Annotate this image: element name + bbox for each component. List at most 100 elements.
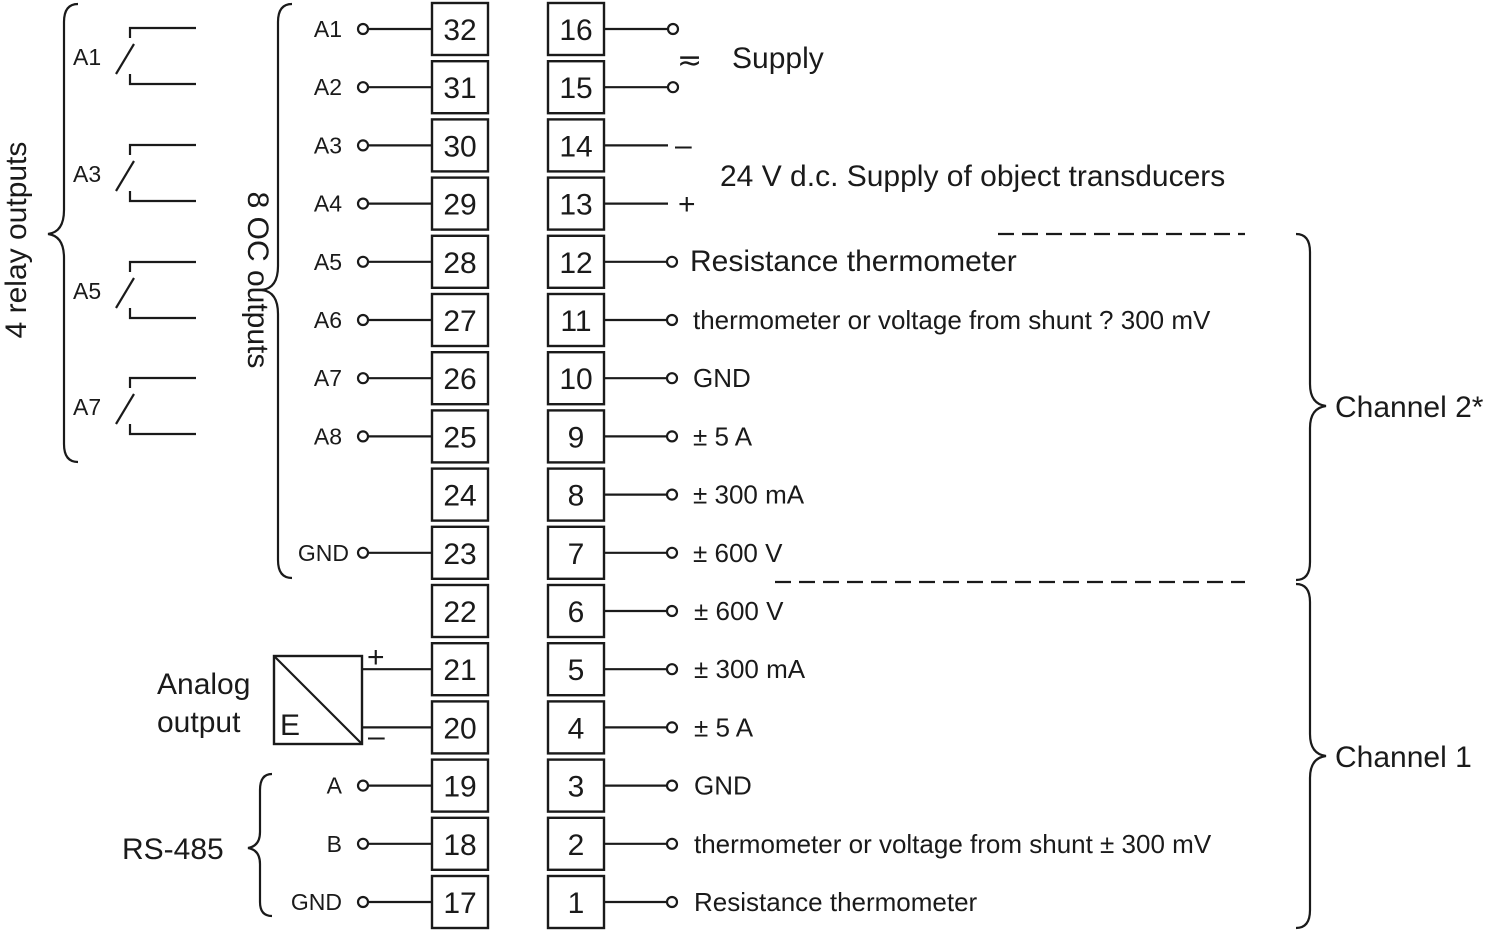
oc-output-label: A6 <box>314 307 342 333</box>
terminal-box-left <box>430 60 490 115</box>
terminal-number-right: 11 <box>560 305 591 338</box>
oc-group-label: 8 OC outputs <box>241 192 274 369</box>
oc-group-brace <box>261 2 293 580</box>
rs485-label: RS-485 <box>122 833 224 866</box>
relay-contact-bottom <box>128 424 196 436</box>
channel2-label: Channel 2* <box>1335 391 1484 424</box>
oc-output-label: A8 <box>314 423 342 449</box>
terminal-box-left <box>430 118 490 173</box>
rs485-terminal-dot <box>356 779 370 792</box>
relay-label: A7 <box>73 394 101 420</box>
oc-output-terminal-dot <box>356 81 370 94</box>
channel-input-terminal-dot <box>665 837 679 850</box>
terminal-box-right <box>546 234 606 290</box>
terminal-box-left <box>430 642 490 697</box>
terminal-number-left: 21 <box>443 654 476 687</box>
terminal-number-left: 26 <box>443 363 476 396</box>
relay-label: A1 <box>73 44 101 70</box>
terminal-box-right <box>546 176 606 231</box>
channel-input-terminal-dot <box>665 313 679 327</box>
terminal-number-right: 15 <box>559 72 592 105</box>
channel1-input-label: ± 300 mA <box>694 654 806 684</box>
oc-output-label: A1 <box>314 16 342 42</box>
channel2-input-label: thermometer or voltage from shunt ? 300 … <box>693 305 1211 335</box>
dc-plus-sign: + <box>678 188 696 221</box>
relay-label: A5 <box>73 278 101 304</box>
terminal-number-right: 12 <box>559 247 592 280</box>
relay-contact-switch <box>115 277 135 309</box>
terminal-number-left: 31 <box>443 72 476 105</box>
channel2-input-label: ± 600 V <box>693 538 783 568</box>
channel2-input-label: ± 5 A <box>693 421 753 451</box>
channel-input-terminal-dot <box>665 546 679 559</box>
supply-label: Supply <box>732 42 824 75</box>
relay-contact-top <box>128 376 196 388</box>
terminal-number-right: 13 <box>559 189 592 222</box>
analog-output-plus: + <box>367 641 385 674</box>
terminal-number-left: 32 <box>443 14 476 47</box>
terminal-number-left: 27 <box>443 305 476 338</box>
channel2-brace <box>1295 232 1327 582</box>
terminal-number-right: 1 <box>568 887 585 920</box>
terminal-number-right: 6 <box>568 596 585 629</box>
oc-output-label: A7 <box>314 365 342 391</box>
terminal-number-left: 18 <box>443 829 476 862</box>
oc-output-label: A2 <box>314 74 342 100</box>
terminal-box-left <box>430 816 490 871</box>
oc-output-label: A4 <box>314 191 342 217</box>
terminal-number-left: 25 <box>443 421 476 454</box>
channel1-input-label: ± 5 A <box>694 712 754 742</box>
rs485-pin-label: B <box>327 831 342 857</box>
terminal-number-left: 19 <box>443 771 476 804</box>
terminal-box-left <box>430 874 490 930</box>
terminal-box-left <box>430 700 490 755</box>
relay-contact-bottom <box>128 191 196 203</box>
analog-output-minus: – <box>368 720 385 753</box>
channel-input-terminal-dot <box>665 488 679 501</box>
analog-output-title-line2: output <box>157 706 241 739</box>
relay-label: A3 <box>73 161 101 187</box>
dc-minus-sign: – <box>675 129 692 162</box>
oc-output-label: A3 <box>314 132 342 158</box>
supply-symbol: ≂ <box>677 44 702 77</box>
relay-group-label: 4 relay outputs <box>0 142 33 339</box>
channel-input-terminal-dot <box>665 604 679 618</box>
terminal-box-left <box>430 583 490 639</box>
channel1-input-label: Resistance thermometer <box>694 887 978 917</box>
oc-output-terminal-dot <box>356 430 370 443</box>
channel-input-terminal-dot <box>665 721 679 734</box>
terminal-number-left: 28 <box>443 247 476 280</box>
terminal-box-left <box>430 467 490 522</box>
terminal-number-left: 24 <box>443 480 476 513</box>
terminal-number-left: 29 <box>443 189 476 222</box>
dc-supply-label: 24 V d.c. Supply of object transducers <box>720 160 1225 193</box>
rs485-brace <box>247 772 273 918</box>
relay-contact-bottom <box>128 308 196 320</box>
channel1-brace <box>1295 582 1327 930</box>
oc-output-terminal-dot <box>356 197 370 210</box>
terminal-number-right: 2 <box>568 829 585 862</box>
terminal-number-right: 8 <box>568 480 585 513</box>
oc-output-terminal-dot <box>356 372 370 385</box>
terminal-number-right: 14 <box>559 130 592 163</box>
analog-output-box-letter: E <box>280 709 300 742</box>
terminal-number-right: 4 <box>568 712 585 745</box>
rs485-terminal-dot <box>356 895 370 909</box>
channel-input-terminal-dot <box>665 895 679 909</box>
channel2-input-label: GND <box>693 363 751 393</box>
terminal-box-left <box>430 292 490 348</box>
terminal-box-left <box>430 351 490 406</box>
oc-output-label: A5 <box>314 249 342 275</box>
terminal-box-right <box>546 292 606 348</box>
relay-contact-bottom <box>128 74 196 86</box>
relay-contact-top <box>128 143 196 155</box>
relay-contact-switch <box>115 43 135 75</box>
channel-input-terminal-dot <box>665 663 679 676</box>
terminal-box-left <box>430 176 490 231</box>
terminal-number-right: 5 <box>568 654 585 687</box>
channel1-input-label: ± 600 V <box>694 596 784 626</box>
